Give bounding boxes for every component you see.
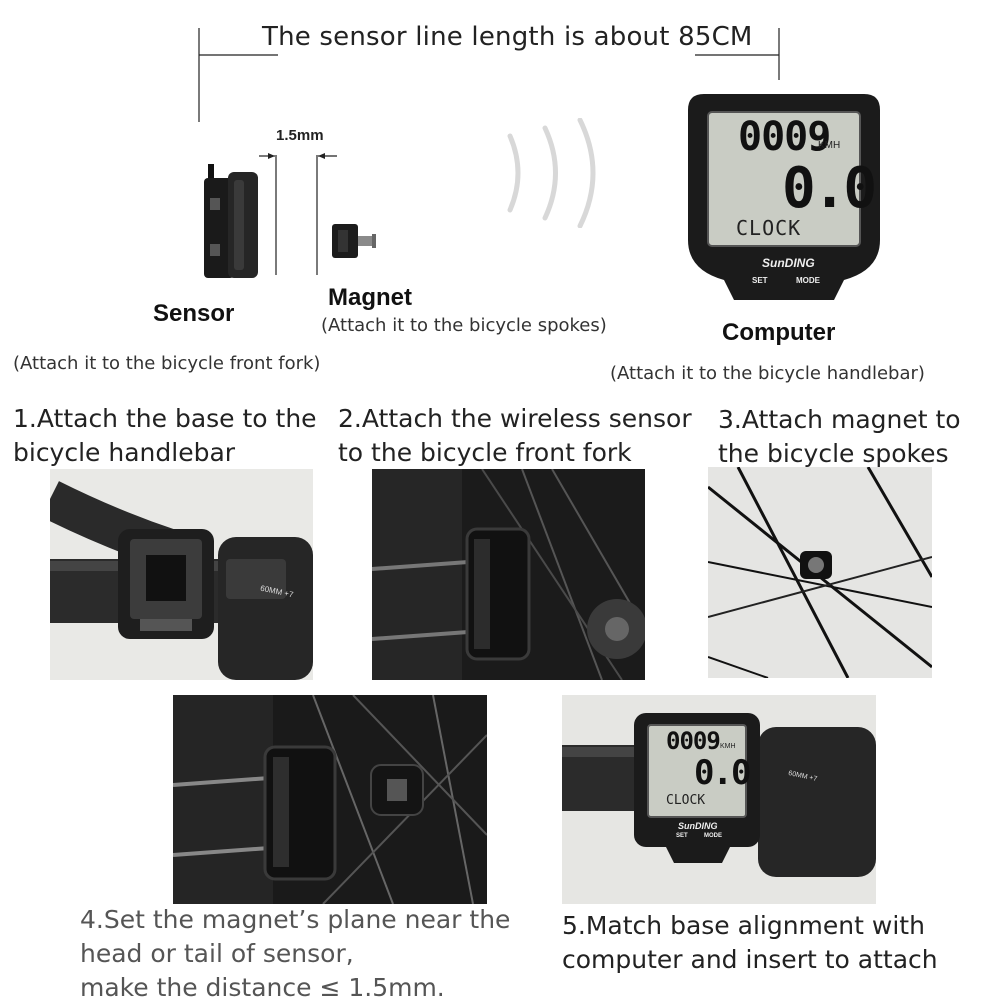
step-5-line-2: computer and insert to attach xyxy=(562,945,938,974)
step-3-line-2: the bicycle spokes xyxy=(718,439,949,468)
photo-step-4-drawing xyxy=(173,695,487,904)
step-2-caption: 2.Attach the wireless sensor to the bicy… xyxy=(338,402,692,470)
computer-body xyxy=(688,94,880,300)
photo-lcd-unit: KMH xyxy=(720,743,736,750)
step-4-caption: 4.Set the magnet’s plane near the head o… xyxy=(80,903,510,1005)
step-5-caption: 5.Match base alignment with computer and… xyxy=(562,909,938,977)
set-button-label: SET xyxy=(752,276,768,285)
mode-button-label: MODE xyxy=(796,276,820,285)
step-1-caption: 1.Attach the base to the bicycle handleb… xyxy=(13,402,317,470)
photo-step-1-drawing xyxy=(50,469,313,680)
photo-step-1-handlebar-base: 60MM +7 xyxy=(50,469,313,680)
computer-device: 0009 KMH 0.0 CLOCK SunDING SET MODE xyxy=(684,90,884,300)
step-1-line-2: bicycle handlebar xyxy=(13,438,236,467)
step-4-line-3: make the distance ≤ 1.5mm. xyxy=(80,973,445,1002)
lcd-unit: KMH xyxy=(818,140,841,151)
magnet-image xyxy=(332,224,376,258)
photo-step-4-magnet-distance xyxy=(173,695,487,904)
computer-note: (Attach it to the bicycle handlebar) xyxy=(610,363,925,384)
photo-step-2-drawing xyxy=(372,469,645,680)
wireless-signal-icon xyxy=(507,118,596,228)
sensor-label: Sensor xyxy=(153,300,235,327)
step-1-line-1: 1.Attach the base to the xyxy=(13,404,317,433)
photo-step-5-computer-mounted: 0009 KMH 0.0 CLOCK SunDING SET MODE 60MM… xyxy=(562,695,876,904)
brand-logo: SunDING xyxy=(762,256,815,270)
computer-label: Computer xyxy=(722,319,836,346)
dimension-lines xyxy=(198,28,780,122)
photo-lcd-mode-text: CLOCK xyxy=(666,793,706,808)
step-5-line-1: 5.Match base alignment with xyxy=(562,911,925,940)
dimension-bracket xyxy=(0,0,1001,130)
magnet-label: Magnet xyxy=(328,284,412,311)
photo-step-3-spoke-magnet xyxy=(708,467,932,678)
step-2-line-1: 2.Attach the wireless sensor xyxy=(338,404,692,433)
step-3-caption: 3.Attach magnet to the bicycle spokes xyxy=(718,403,961,471)
lcd-digits-top: 0009 xyxy=(738,114,831,160)
photo-brand-logo: SunDING xyxy=(678,821,718,831)
step-4-line-2: head or tail of sensor, xyxy=(80,939,354,968)
gap-indicator xyxy=(259,153,337,275)
magnet-note: (Attach it to the bicycle spokes) xyxy=(321,315,607,336)
sensor-image xyxy=(204,164,258,278)
gap-label: 1.5mm xyxy=(276,127,324,144)
step-3-line-1: 3.Attach magnet to xyxy=(718,405,961,434)
photo-lcd-speed: 0.0 xyxy=(694,753,751,793)
lcd-mode-text: CLOCK xyxy=(736,216,802,240)
photo-step-3-drawing xyxy=(708,467,932,678)
lcd-speed: 0.0 xyxy=(782,156,877,221)
photo-step-2-fork-sensor xyxy=(372,469,645,680)
photo-set-button-label: SET xyxy=(676,833,688,839)
photo-lcd-digits-top: 0009 xyxy=(666,727,721,755)
step-4-line-1: 4.Set the magnet’s plane near the xyxy=(80,905,511,934)
photo-step-5-drawing xyxy=(562,695,876,904)
sensor-note: (Attach it to the bicycle front fork) xyxy=(13,353,321,374)
sensor-line-caption: The sensor line length is about 85CM xyxy=(262,22,753,52)
step-2-line-2: to the bicycle front fork xyxy=(338,438,632,467)
photo-mode-button-label: MODE xyxy=(704,833,722,839)
